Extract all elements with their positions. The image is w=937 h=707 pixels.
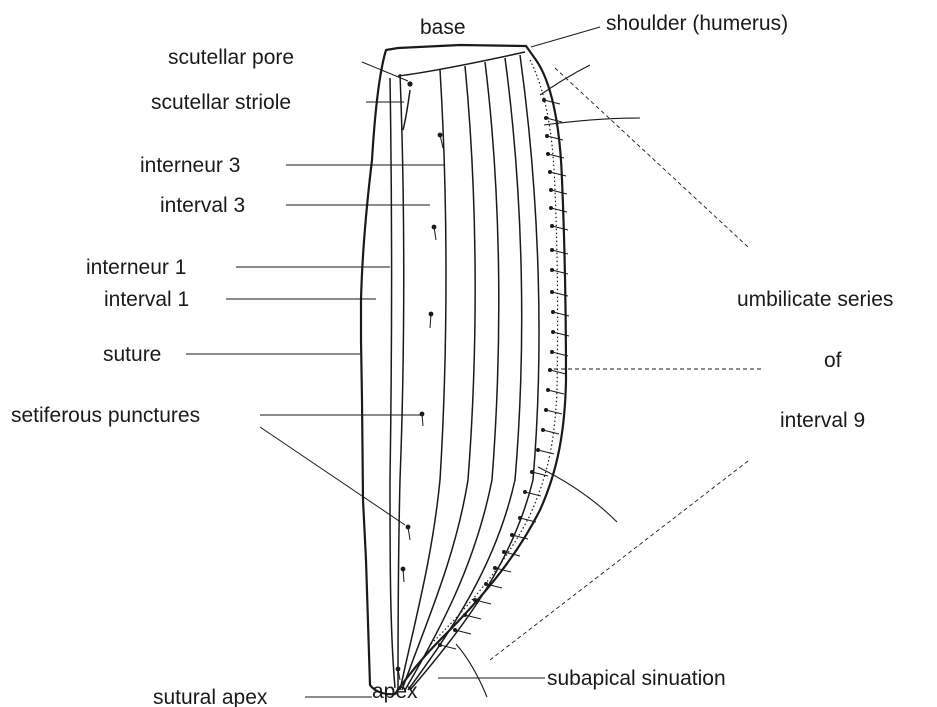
leader-lines	[186, 27, 600, 697]
label-apex: apex	[372, 680, 418, 703]
leader-setiferous-punctures-b	[260, 427, 405, 525]
umbilicate-seta	[548, 390, 564, 394]
label-shoulder: shoulder (humerus)	[606, 12, 788, 35]
umbilicate-seta	[525, 492, 541, 496]
label-subapical-sinuation: subapical sinuation	[547, 667, 726, 690]
scutellar-pore-dot	[407, 81, 412, 86]
stria-2	[398, 74, 404, 690]
label-setiferous-punctures: setiferous punctures	[11, 404, 200, 427]
label-scutellar-striole: scutellar striole	[151, 91, 291, 114]
stria-4	[402, 66, 475, 690]
discal-puncture	[406, 525, 411, 540]
leader-scutellar-pore	[362, 62, 408, 81]
striae	[390, 55, 539, 690]
stria-5	[405, 62, 499, 690]
subapical-seta	[456, 644, 487, 697]
label-interval-3: interval 3	[160, 194, 245, 217]
label-suture: suture	[103, 343, 161, 366]
lateral-seta-lower	[538, 467, 617, 522]
label-base: base	[420, 16, 466, 39]
label-interneur-1: interneur 1	[86, 256, 186, 279]
label-umbilicate-interval-9: interval 9	[780, 409, 865, 432]
discal-puncture	[420, 412, 425, 426]
label-umbilicate-series: umbilicate series	[737, 288, 893, 311]
umbilicate-seta	[440, 645, 456, 649]
umbilicate-seta	[552, 250, 568, 254]
umbilicate-seta	[550, 172, 566, 176]
umbilicate-seta	[543, 430, 559, 434]
umbilicate-seta	[552, 226, 568, 230]
label-sutural-apex: sutural apex	[153, 686, 268, 707]
umbilicate-seta	[551, 190, 567, 194]
umbilicate-seta	[550, 370, 566, 374]
discal-puncture	[401, 567, 406, 582]
discal-puncture	[432, 225, 437, 240]
umbilicate-seta	[546, 410, 562, 414]
umbilicate-seta	[538, 450, 554, 454]
umbilicate-seta	[551, 208, 567, 212]
leader-shoulder	[531, 27, 600, 47]
stria-6	[408, 58, 522, 690]
label-interneur-3: interneur 3	[140, 154, 240, 177]
stria-1	[390, 78, 395, 688]
label-interval-1: interval 1	[104, 288, 189, 311]
discal-puncture	[429, 312, 434, 328]
label-scutellar-pore: scutellar pore	[168, 46, 294, 69]
label-umbilicate-of: of	[824, 349, 842, 372]
umbilicate-seta	[547, 136, 563, 140]
stria-3	[400, 70, 446, 690]
scutellar-striole-line	[403, 90, 410, 130]
discal-puncture	[438, 133, 443, 148]
